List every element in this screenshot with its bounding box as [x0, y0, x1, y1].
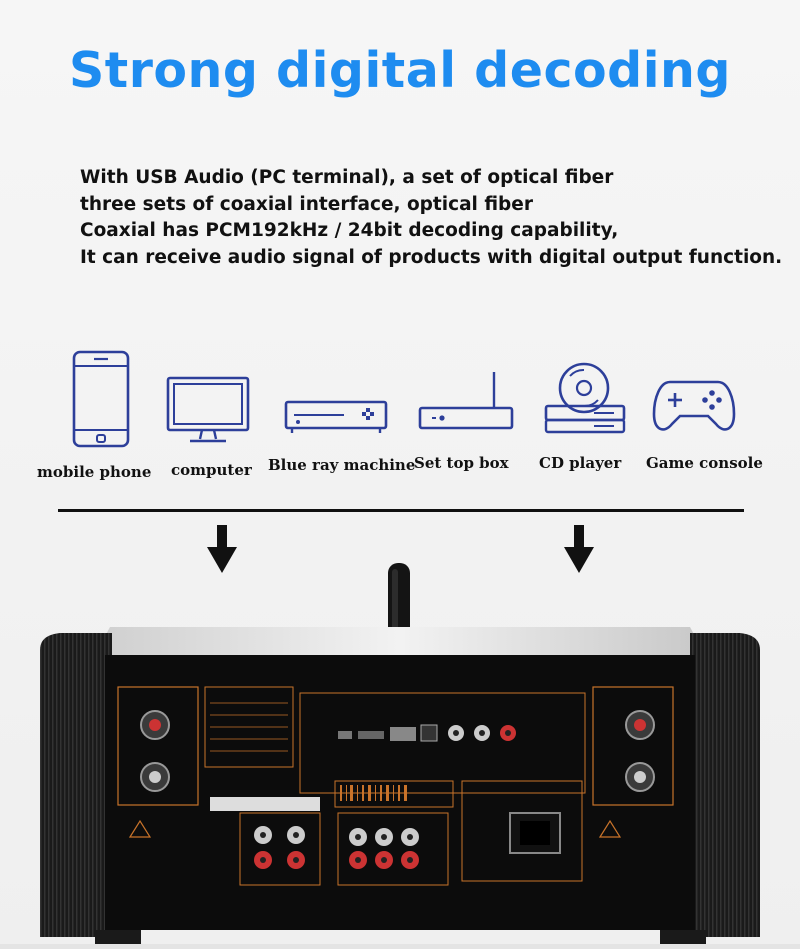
description-line: With USB Audio (PC terminal), a set of o… — [80, 167, 614, 188]
description-line: Coaxial has PCM192kHz / 24bit decoding c… — [80, 220, 619, 241]
mobile-phone-icon — [72, 350, 130, 448]
device-computer: computer — [160, 340, 260, 490]
headline: Strong digital decoding — [69, 42, 731, 99]
description-line: three sets of coaxial interface, optical… — [80, 193, 533, 215]
amplifier-illustration — [0, 563, 800, 949]
amplifier-rear-panel-image — [0, 555, 800, 949]
device-label: mobile phone — [37, 463, 152, 481]
device-label: Blue ray machine — [268, 456, 416, 474]
device-set-top-box: Set top box — [412, 340, 520, 490]
device-label: Game console — [646, 454, 763, 472]
device-mobile-phone: mobile phone — [30, 340, 155, 490]
device-cd-player: CD player — [532, 340, 632, 490]
divider-line — [58, 509, 744, 512]
cd-player-icon — [544, 362, 626, 434]
device-game-console: Game console — [642, 340, 763, 490]
device-label: computer — [171, 461, 252, 479]
device-label: CD player — [539, 454, 622, 472]
device-blu-ray-machine: Blue ray machine — [268, 340, 415, 490]
blu-ray-player-icon — [284, 400, 388, 433]
computer-icon — [166, 376, 250, 443]
arrow-down-icon — [207, 525, 237, 573]
gamepad-icon — [652, 380, 736, 431]
set-top-box-icon — [418, 372, 514, 430]
source-devices-row: mobile phone computer — [0, 340, 800, 490]
description-block: With USB Audio (PC terminal), a set of o… — [80, 165, 790, 271]
description-line: It can receive audio signal of products … — [80, 246, 783, 268]
device-label: Set top box — [414, 454, 509, 472]
arrow-down-icon — [564, 525, 594, 573]
